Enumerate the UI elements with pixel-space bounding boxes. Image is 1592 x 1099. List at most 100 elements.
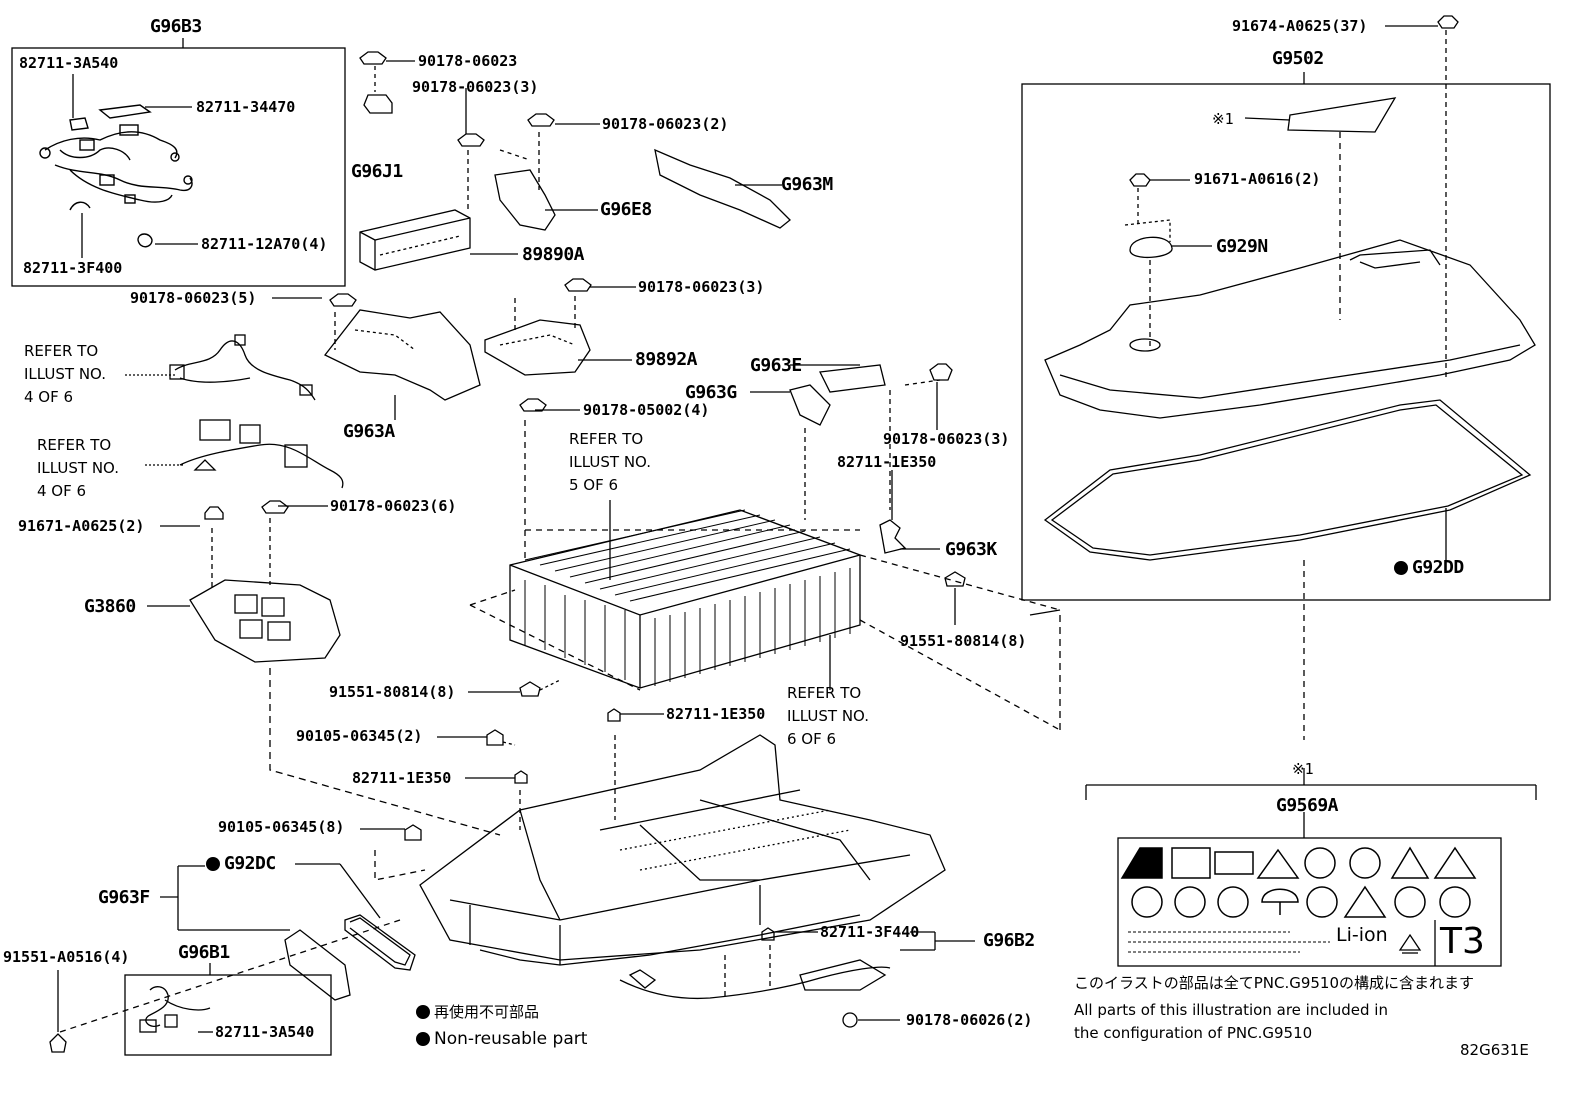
junction-g3860-icon <box>189 500 341 663</box>
g92dd-text: G92DD <box>1412 557 1464 578</box>
refer-line: ILLUST NO. <box>569 453 652 471</box>
no-drop-icon <box>1439 886 1471 918</box>
refer-note-4[interactable]: REFER TO ILLUST NO. 6 OF 6 <box>787 682 869 751</box>
part-82711-3f440[interactable]: 82711-3F440 <box>820 923 920 941</box>
part-82711-3f400[interactable]: 82711-3F400 <box>23 259 123 277</box>
refer-note-3[interactable]: REFER TO ILLUST NO. 5 OF 6 <box>569 428 651 497</box>
umbrella-icon <box>1261 888 1299 915</box>
part-91671-a0616-2[interactable]: 91671-A0616(2) <box>1194 170 1321 188</box>
no-water-icon <box>1306 886 1338 918</box>
part-91671-a0625-2[interactable]: 91671-A0625(2) <box>18 517 145 535</box>
part-82711-12a70[interactable]: 82711-12A70(4) <box>201 235 328 253</box>
cap-g929n-icon <box>1129 236 1173 259</box>
refer-note-1[interactable]: REFER TO ILLUST NO. 4 OF 6 <box>24 340 106 409</box>
part-82711-1e350-c[interactable]: 82711-1E350 <box>352 769 452 787</box>
g9502-box <box>1021 83 1551 601</box>
legend-jp: 再使用不可部品 <box>416 1005 539 1020</box>
flammable-icon <box>1390 846 1430 879</box>
non-reusable-dot-icon <box>206 857 220 871</box>
g96b3-box <box>11 47 346 287</box>
group-label-g963e[interactable]: G963E <box>750 355 802 376</box>
part-90178-06026-2[interactable]: 90178-06026(2) <box>906 1011 1033 1029</box>
bracket-g963k-icon <box>879 519 907 554</box>
part-91551-80814-8a[interactable]: 91551-80814(8) <box>900 632 1027 650</box>
group-label-g963f[interactable]: G963F <box>98 887 150 908</box>
part-90178-06023-6[interactable]: 90178-06023(6) <box>330 497 457 515</box>
part-91551-80814-8b[interactable]: 91551-80814(8) <box>329 683 456 701</box>
manual-icon <box>1171 847 1211 879</box>
no-disassemble-icon <box>1131 886 1163 918</box>
warning-icons-row1 <box>1120 846 1477 879</box>
part-90178-06023-3c[interactable]: 90178-06023(3) <box>883 430 1010 448</box>
corrosive-icon <box>1343 885 1387 918</box>
group-label-g96j1[interactable]: G96J1 <box>351 161 403 182</box>
controller-89892a-icon <box>484 278 592 376</box>
group-label-g9502[interactable]: G9502 <box>1272 48 1324 69</box>
group-label-g963k[interactable]: G963K <box>945 539 997 560</box>
refer-line: REFER TO <box>787 684 862 702</box>
part-90178-06023-5[interactable]: 90178-06023(5) <box>130 289 257 307</box>
wire-harness-g96b1-icon <box>139 986 211 1033</box>
group-label-g9569a[interactable]: G9569A <box>1276 795 1339 816</box>
no-child-icon <box>1217 886 1249 918</box>
no-crush-icon <box>1394 886 1426 918</box>
part-82711-3a540-top[interactable]: 82711-3A540 <box>19 54 119 72</box>
group-label-g92dd[interactable]: G92DD <box>1394 559 1464 577</box>
no-fire-icon <box>1349 847 1381 879</box>
wire-harness-ref1-icon <box>169 334 316 401</box>
part-82711-3a540-bottom[interactable]: 82711-3A540 <box>215 1023 315 1041</box>
no-open-icon <box>1174 886 1206 918</box>
refer-line: 5 OF 6 <box>569 476 619 494</box>
part-90178-06023-3b[interactable]: 90178-06023(3) <box>638 278 765 296</box>
group-label-g96b1[interactable]: G96B1 <box>178 942 230 963</box>
part-90178-06023-2[interactable]: 90178-06023(2) <box>602 115 729 133</box>
junction-block-ref2-icon <box>179 419 344 489</box>
diagram-id: 82G631E <box>1460 1041 1529 1059</box>
refer-note-2[interactable]: REFER TO ILLUST NO. 4 OF 6 <box>37 434 119 503</box>
group-label-g96b3[interactable]: G96B3 <box>150 16 202 37</box>
part-89890a[interactable]: 89890A <box>522 244 585 265</box>
label-li-ion: Li-ion <box>1336 924 1388 946</box>
part-82711-34470[interactable]: 82711-34470 <box>196 98 296 116</box>
group-label-g963g[interactable]: G963G <box>685 382 737 403</box>
part-90178-06023[interactable]: 90178-06023 <box>418 52 518 70</box>
caution-triangle-icon <box>1120 847 1163 879</box>
part-90105-06345-2[interactable]: 90105-06345(2) <box>296 727 423 745</box>
group-label-g929n[interactable]: G929N <box>1216 236 1268 257</box>
no-touch-icon <box>1304 847 1336 879</box>
part-89892a[interactable]: 89892A <box>635 349 698 370</box>
legend-dot-icon <box>416 1005 430 1019</box>
part-91551-a0516-4[interactable]: 91551-A0516(4) <box>3 948 130 966</box>
part-91674-a0625-37[interactable]: 91674-A0625(37) <box>1232 17 1368 35</box>
upper-cover-icon <box>1044 239 1536 419</box>
caution-label-icon <box>1287 97 1397 133</box>
part-90178-06023-3a[interactable]: 90178-06023(3) <box>412 78 539 96</box>
group-label-g96b2[interactable]: G96B2 <box>983 930 1035 951</box>
book-icon <box>1214 851 1254 875</box>
part-82711-1e350-b[interactable]: 82711-1E350 <box>666 705 766 723</box>
group-label-g92dc[interactable]: G92DC <box>206 855 276 873</box>
refer-line: ILLUST NO. <box>37 459 120 477</box>
part-90105-06345-8[interactable]: 90105-06345(8) <box>218 818 345 836</box>
group-label-g963m[interactable]: G963M <box>781 174 833 195</box>
group-label-g96e8[interactable]: G96E8 <box>600 199 652 220</box>
group-label-g3860[interactable]: G3860 <box>84 596 136 617</box>
label-t3: T3 <box>1440 921 1485 962</box>
non-reusable-dot-icon <box>1394 561 1408 575</box>
wire-harness-g96b2-icon <box>619 959 891 1000</box>
mark-1-top: ※1 <box>1292 760 1314 778</box>
footnote-en-1: All parts of this illustration are inclu… <box>1074 1001 1388 1019</box>
warning-icons-row2 <box>1131 885 1471 918</box>
g96b1-box <box>124 974 332 1056</box>
refer-line: 4 OF 6 <box>37 482 87 500</box>
refer-line: 4 OF 6 <box>24 388 74 406</box>
part-82711-1e350-a[interactable]: 82711-1E350 <box>837 453 937 471</box>
legend-dot-icon <box>416 1032 430 1046</box>
refer-line: REFER TO <box>569 430 644 448</box>
bracket-g96e8-icon <box>494 113 556 231</box>
recycle-icon <box>1398 933 1422 954</box>
cover-g963a-icon <box>323 293 481 401</box>
group-label-g963a[interactable]: G963A <box>343 421 395 442</box>
part-90178-05002-4[interactable]: 90178-05002(4) <box>583 401 710 419</box>
